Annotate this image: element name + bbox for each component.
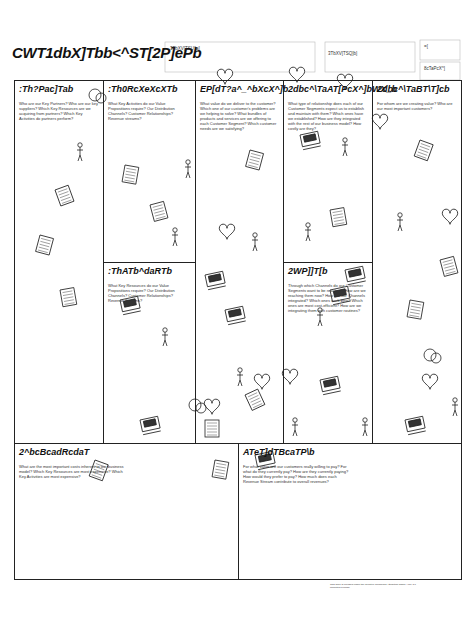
canvas-block: ATeT]dTBcaTP\bFor what value are our cus… <box>238 443 462 580</box>
block-questions: What Key Resources do our Value Proposit… <box>108 283 188 303</box>
block-heading: 2dbc^\TaBT\T]cb <box>377 85 457 95</box>
license-note: This work is licensed under the Creative… <box>330 583 425 589</box>
block-heading: :ThATb^daRTb <box>108 267 191 277</box>
block-heading: 2WP]]T[b <box>288 267 368 277</box>
block-questions: For what value are our customers really … <box>243 464 353 484</box>
canvas-block: 2dbc^\TaBT\T]cbFor whom are we creating … <box>372 80 462 444</box>
canvas-block: 2dbc^\TaAT[PcX^]bWX_bWhat type of relati… <box>283 80 373 263</box>
canvas-block: :Th0RcXeXcXTbWhat Key Activities do our … <box>103 80 196 263</box>
block-questions: What are the most important costs inhere… <box>19 464 129 479</box>
canvas-block: :Th?Pac]TabWho are our Key Partners? Who… <box>14 80 104 444</box>
block-heading: 2dbc^\TaAT[PcX^]bWX_b <box>288 85 368 95</box>
block-questions: For whom are we creating value? Who are … <box>377 101 457 111</box>
header-field: 8cTaPcX^] <box>424 66 464 71</box>
block-heading: ATeT]dTBcaTP\b <box>243 448 457 458</box>
canvas-block: 2^bcBcadRcdaT What are the most important… <box>14 443 239 580</box>
block-questions: What value do we deliver to the customer… <box>200 101 280 131</box>
block-questions: What Key Activities do our Value Proposi… <box>108 101 188 121</box>
block-heading: EP[dT?a^_^bXcX^]b <box>200 85 279 95</box>
canvas-block: 2WP]]T[bThrough which Channels do our Cu… <box>283 262 373 444</box>
block-questions: Through which Channels do our Customer S… <box>288 283 368 313</box>
block-heading: 2^bcBcadRcdaT <box>19 448 234 458</box>
block-heading: :Th?Pac]Tab <box>19 85 99 95</box>
canvas-block: EP[dT?a^_^bXcX^]bWhat value do we delive… <box>195 80 284 444</box>
header-field: =[ <box>424 44 454 49</box>
block-heading: :Th0RcXeXcXTb <box>108 85 191 95</box>
canvas-block: :ThATb^daRTbWhat Key Resources do our Va… <box>103 262 196 444</box>
block-questions: What type of relationship does each of o… <box>288 101 368 131</box>
header-field: 3TbXV[TSQ]b] <box>328 51 408 56</box>
block-questions: Who are our Key Partners? Who are our ke… <box>19 101 99 121</box>
header-field: 3TbXV[TSU^a] <box>170 46 290 51</box>
